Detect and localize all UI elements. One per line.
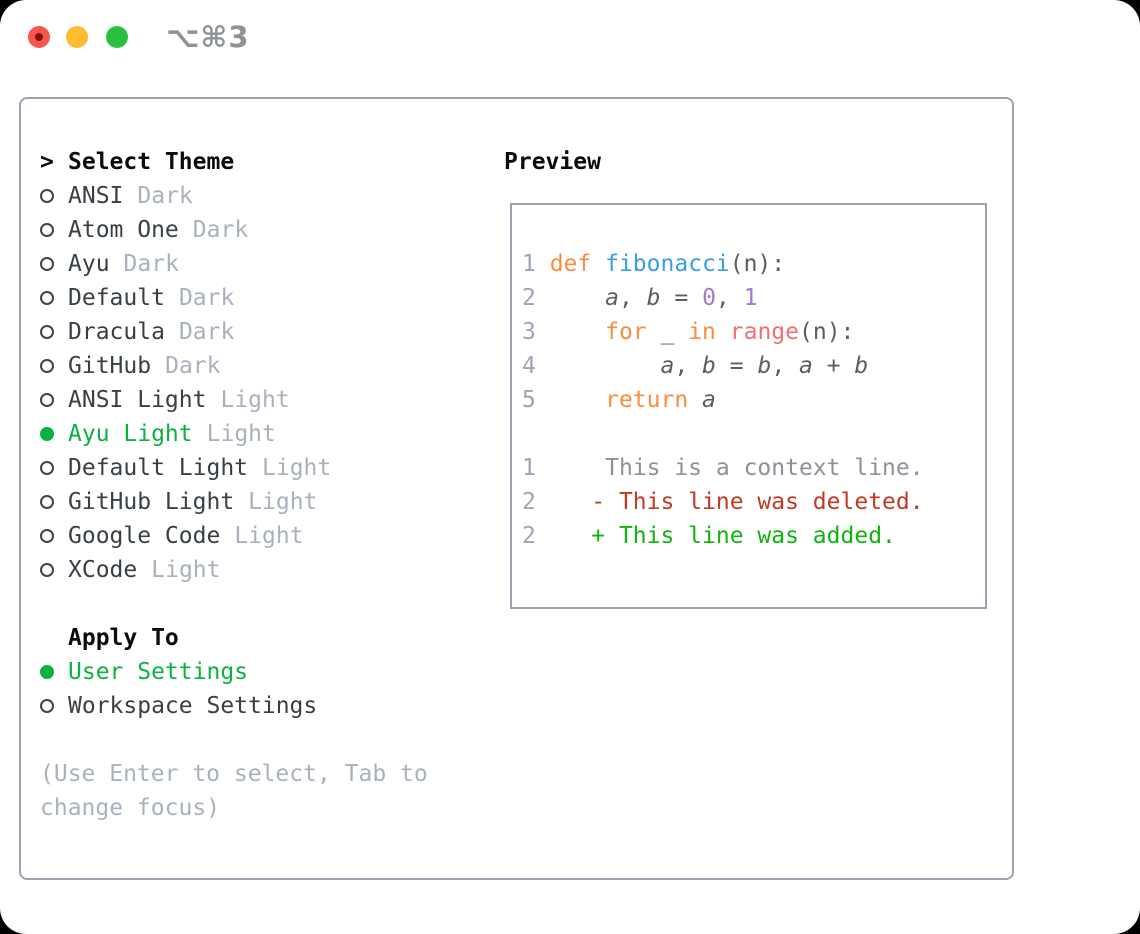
theme-variant-label: Light <box>206 421 276 447</box>
radio-unselected-icon <box>40 223 54 237</box>
radio-selected-icon <box>40 665 54 679</box>
theme-option-github-dark[interactable]: GitHub Dark <box>40 349 470 383</box>
radio-unselected-icon <box>40 325 54 339</box>
theme-variant-label: Light <box>262 455 332 481</box>
radio-unselected-icon <box>40 563 54 577</box>
apply-option-user-settings[interactable]: User Settings <box>40 655 470 689</box>
radio-selected-icon <box>40 427 54 441</box>
theme-option-ansi-light[interactable]: ANSI Light Light <box>40 383 470 417</box>
code-line: 1 def fibonacci(n): <box>522 251 786 277</box>
diff-added-line: 2 + This line was added. <box>522 523 896 549</box>
prompt-caret-icon: > <box>40 149 54 175</box>
theme-variant-label: Light <box>220 387 290 413</box>
window-title: ⌥⌘3 <box>166 20 250 54</box>
titlebar: ⌥⌘3 <box>0 0 1140 74</box>
diff-context-line: 1 This is a context line. <box>522 455 924 481</box>
theme-variant-label: Dark <box>123 251 179 277</box>
theme-option-default-light[interactable]: Default Light Light <box>40 451 470 485</box>
theme-variant-label: Dark <box>178 285 235 311</box>
minimize-button[interactable] <box>66 26 88 48</box>
radio-unselected-icon <box>40 529 54 543</box>
theme-variant-label: Dark <box>137 183 193 209</box>
theme-option-google-code[interactable]: Google Code Light <box>40 519 470 553</box>
theme-variant-label: Light <box>151 557 221 583</box>
close-button[interactable] <box>28 26 50 48</box>
theme-option-ayu-light[interactable]: Ayu Light Light <box>40 417 470 451</box>
theme-selector-panel: > Select Theme ANSI Dark Atom One Dark A… <box>19 97 1014 880</box>
preview-title: Preview <box>504 149 601 175</box>
theme-option-atom-one-dark[interactable]: Atom One Dark <box>40 213 470 247</box>
radio-unselected-icon <box>40 461 54 475</box>
spacer-row <box>40 723 470 757</box>
theme-option-github-light[interactable]: GitHub Light Light <box>40 485 470 519</box>
theme-option-ansi-dark[interactable]: ANSI Dark <box>40 179 470 213</box>
select-theme-header: > Select Theme <box>40 145 470 179</box>
theme-variant-label: Dark <box>178 319 235 345</box>
select-theme-title: Select Theme <box>68 149 235 175</box>
apply-option-workspace-settings[interactable]: Workspace Settings <box>40 689 470 723</box>
radio-unselected-icon <box>40 699 54 713</box>
code-line: 2 a, b = 0, 1 <box>522 285 758 311</box>
code-line: 4 a, b = b, a + b <box>522 353 869 379</box>
theme-variant-label: Dark <box>165 353 221 379</box>
theme-variant-label: Light <box>248 489 318 515</box>
maximize-button[interactable] <box>106 26 128 48</box>
preview-pane: 1 def fibonacci(n): 2 a, b = 0, 1 3 for … <box>510 203 987 609</box>
blank-line <box>522 421 985 455</box>
radio-unselected-icon <box>40 359 54 373</box>
radio-unselected-icon <box>40 257 54 271</box>
diff-deleted-line: 2 - This line was deleted. <box>522 489 924 515</box>
keyboard-hint: (Use Enter to select, Tab to change focu… <box>40 761 428 821</box>
theme-variant-label: Dark <box>192 217 249 243</box>
apply-to-header: Apply To <box>40 621 470 655</box>
code-line: 3 for _ in range(n): <box>522 319 855 345</box>
unsaved-dot-icon <box>35 33 43 41</box>
radio-unselected-icon <box>40 495 54 509</box>
theme-option-xcode[interactable]: XCode Light <box>40 553 470 587</box>
radio-unselected-icon <box>40 189 54 203</box>
spacer-row <box>40 587 470 621</box>
theme-option-default-dark[interactable]: Default Dark <box>40 281 470 315</box>
theme-variant-label: Light <box>234 523 304 549</box>
apply-to-title: Apply To <box>68 625 179 651</box>
theme-option-dracula-dark[interactable]: Dracula Dark <box>40 315 470 349</box>
code-line: 5 return a <box>522 387 716 413</box>
radio-unselected-icon <box>40 393 54 407</box>
radio-unselected-icon <box>40 291 54 305</box>
theme-list: > Select Theme ANSI Dark Atom One Dark A… <box>40 145 470 825</box>
theme-option-ayu-dark[interactable]: Ayu Dark <box>40 247 470 281</box>
